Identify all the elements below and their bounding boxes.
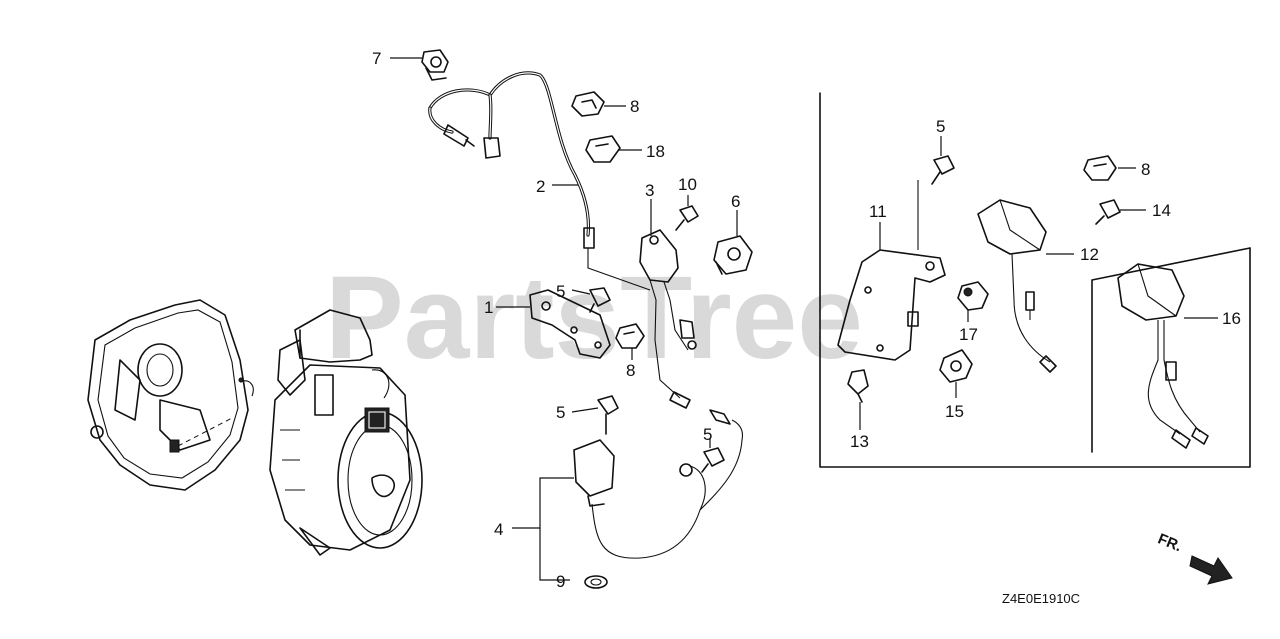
part-9-washer — [584, 575, 608, 589]
callout-5-c: 5 — [703, 425, 712, 444]
callout-18: 18 — [646, 142, 665, 161]
part-4-relay-unit — [573, 409, 744, 559]
watermark: PartsTree — [325, 252, 863, 384]
callout-5-b: 5 — [556, 403, 565, 422]
part-1-bracket — [529, 289, 611, 359]
callout-2: 2 — [536, 177, 545, 196]
leader-lines — [390, 57, 1218, 581]
callout-9: 9 — [556, 572, 565, 591]
callout-14: 14 — [1152, 201, 1171, 220]
front-arrow-icon — [1189, 555, 1233, 585]
callout-13: 13 — [850, 432, 869, 451]
part-16-ignition-module — [1117, 263, 1209, 449]
callout-1: 1 — [484, 298, 493, 317]
callout-17: 17 — [959, 325, 978, 344]
callout-10: 10 — [678, 175, 697, 194]
part-17-grommet — [957, 281, 989, 311]
callout-3: 3 — [645, 181, 654, 200]
part-6-grommet — [713, 235, 753, 275]
callout-16: 16 — [1222, 309, 1241, 328]
part-8-clamp-mid — [615, 323, 645, 349]
part-14-bolt — [1095, 199, 1121, 225]
part-12-ignition-module — [977, 199, 1057, 373]
recoil-housing-illustration — [269, 309, 423, 556]
part-18-clamp — [585, 135, 621, 163]
part-10-bolt — [675, 205, 699, 231]
part-3-ignition-coil — [639, 229, 697, 409]
callout-12: 12 — [1080, 245, 1099, 264]
part-5-bolt-a — [589, 287, 611, 313]
part-5-bolt-c — [701, 447, 725, 473]
part-13-clip — [847, 369, 869, 403]
callout-15: 15 — [945, 402, 964, 421]
callout-5-d: 5 — [936, 117, 945, 136]
callout-6: 6 — [731, 192, 740, 211]
part-15-grommet — [939, 349, 973, 383]
diagram-code: Z4E0E1910C — [1002, 591, 1080, 606]
callout-8-mid: 8 — [626, 361, 635, 380]
callout-5-a: 5 — [556, 282, 565, 301]
callout-4: 4 — [494, 520, 503, 539]
callout-11: 11 — [869, 202, 887, 221]
part-8-clamp-inset — [1083, 155, 1117, 181]
engine-case-illustration — [87, 299, 254, 491]
callout-7: 7 — [372, 49, 381, 68]
front-direction-label: FR. — [1155, 530, 1184, 555]
part-7-wire-clamp — [421, 49, 449, 81]
inset-box-frame — [819, 92, 1251, 468]
callout-8-top: 8 — [630, 97, 639, 116]
part-5-bolt-b — [597, 395, 619, 435]
callout-8-inset: 8 — [1141, 160, 1150, 179]
part-2-wire-harness — [428, 71, 651, 291]
part-5-bolt-d — [917, 155, 955, 250]
front-direction-indicator: FR. — [1155, 530, 1233, 585]
part-11-bracket — [837, 249, 946, 361]
part-8-clamp-top — [571, 91, 605, 117]
